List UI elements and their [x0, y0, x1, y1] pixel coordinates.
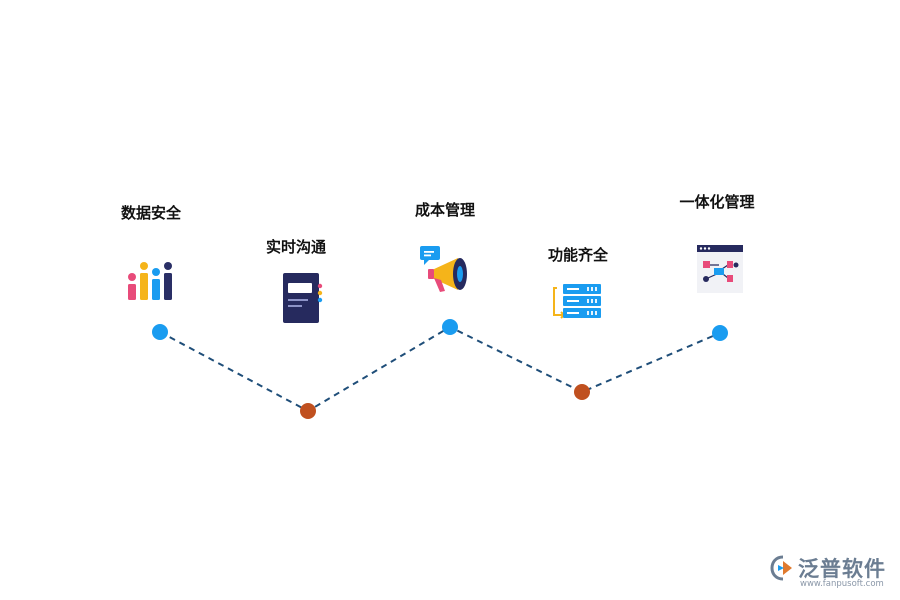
- node-5: [712, 325, 728, 341]
- dashed-connector: [159, 325, 721, 413]
- brand-name: 泛普软件: [798, 557, 886, 581]
- node-3: [442, 319, 458, 335]
- step-label-5: 一体化管理: [679, 193, 755, 211]
- step-label-3: 成本管理: [414, 201, 476, 219]
- megaphone-icon: [420, 246, 467, 292]
- flowchart-window-icon: [697, 245, 743, 293]
- brand-url: www.fanpusoft.com: [800, 579, 884, 589]
- brand-logo-icon: [770, 555, 792, 581]
- node-1: [152, 324, 168, 340]
- brand-watermark: 泛普软件 www.fanpusoft.com: [770, 553, 895, 593]
- node-2: [300, 403, 316, 419]
- bar-chart-icon: [128, 262, 172, 300]
- notebook-icon: [283, 273, 323, 323]
- step-label-2: 实时沟通: [265, 238, 327, 256]
- server-stack-icon: [553, 284, 601, 319]
- node-4: [574, 384, 590, 400]
- step-label-4: 功能齐全: [547, 246, 609, 264]
- step-label-1: 数据安全: [120, 204, 182, 222]
